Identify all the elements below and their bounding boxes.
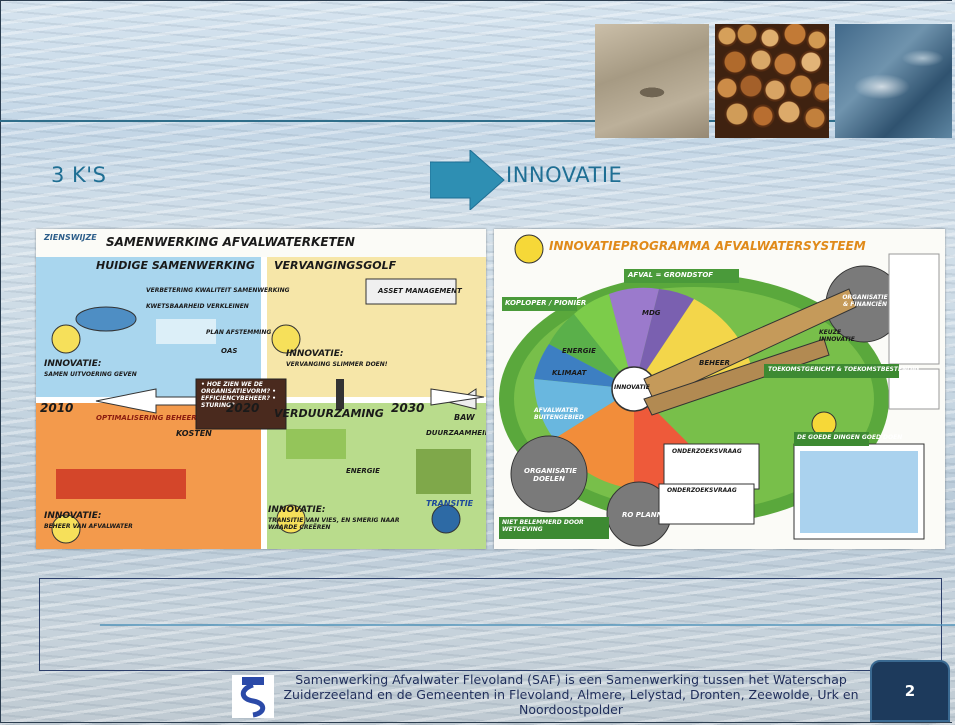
right-arrow-icon (430, 150, 505, 210)
klimaat-label: KLIMAAT (552, 369, 587, 377)
asset-management-label: ASSET MANAGEMENT (378, 287, 462, 295)
wood-texture-photo (595, 24, 709, 138)
innovatie-sub-4: TRANSITIE VAN VIES, EN SMERIG NAAR WAARD… (268, 517, 400, 531)
innovatie-label-3: INNOVATIE: (44, 511, 102, 521)
oas-label: OAS (221, 347, 238, 355)
transitie-label: TRANSITIE (426, 499, 474, 508)
samenwerking-infographic: SAMENWERKING AFVALWATERKETEN ZIENSWIJZE … (36, 229, 486, 549)
organisatie-doelen-label: ORGANISATIE DOELEN (524, 467, 577, 483)
innovatie-label-2: INNOVATIE: (286, 349, 344, 359)
innovatie-center-label: INNOVATIE (614, 384, 650, 391)
innovatie-sub-1: SAMEN UITVOERING GEVEN (44, 371, 137, 378)
plan-afstemming-label: PLAN AFSTEMMING (206, 329, 272, 336)
innovatie-label-1: INNOVATIE: (44, 359, 102, 369)
afval-grondstof-label: AFVAL = GRONDSTOF (628, 271, 714, 279)
water-wave-photo (835, 24, 952, 138)
right-panel-title: INNOVATIEPROGRAMMA AFVALWATERSYSTEEM (549, 239, 866, 253)
organisatie-questions: • HOE ZIEN WE DE ORGANISATIEVORM? • EFFI… (201, 381, 276, 409)
bottom-accent-line (100, 624, 955, 626)
beheer-label: BEHEER (699, 359, 730, 367)
toekomstgericht-label: TOEKOMSTGERICHT & TOEKOMSTBESTENDIG (768, 366, 920, 373)
koploper-label: KOPLOPER / PIONIER (505, 299, 587, 307)
onderzoeksvraag-label-1: ONDERZOEKSVRAAG (672, 448, 742, 455)
niet-belemmerd-label: NIET BELEMMERD DOOR WETGEVING (502, 519, 584, 533)
saf-logo (232, 675, 274, 718)
innovatie-sub-2: VERVANGING SLIMMER DOEN! (286, 361, 388, 368)
year-2020: 2020 (226, 401, 260, 415)
duurzaamheid-label: DUURZAAMHEID (426, 429, 486, 437)
stacked-logs-photo (715, 24, 829, 138)
verbetering-label: VERBETERING KWALITEIT SAMENWERKING (146, 287, 290, 294)
energie-label-right: ENERGIE (562, 347, 596, 355)
ro-plannen-label: RO PLANNEN (622, 511, 674, 519)
quadrant-vervangingsgolf: VERVANGINGSGOLF (274, 259, 397, 272)
quadrant-huidige-samenwerking: HUIDIGE SAMENWERKING (96, 259, 255, 272)
innovatie-sub-3: BEHEER VAN AFVALWATER (44, 523, 133, 530)
keuze-innovatie-label: KEUZE INNOVATIE (819, 329, 855, 343)
innovatie-label-4: INNOVATIE: (268, 505, 326, 515)
goede-dingen-label: DE GOEDE DINGEN GOED DOEN (797, 434, 903, 441)
infographic-background (36, 257, 486, 549)
quadrant-verduurzaming: VERDUURZAMING (274, 407, 384, 420)
optimalisering-label: OPTIMALISERING BEHEER (96, 414, 197, 422)
mdg-label: MDG (642, 309, 661, 317)
afvalwater-buitengebied-label: AFVALWATER BUITENGEBIED (534, 407, 584, 421)
footer-description: Samenwerking Afvalwater Flevoland (SAF) … (283, 672, 859, 717)
heading-innovatie: INNOVATIE (506, 163, 623, 187)
organisatie-financien-label: ORGANISATIE & FINANCIËN (842, 294, 888, 308)
page-number-badge: 2 (870, 660, 950, 722)
kosten-label: KOSTEN (176, 429, 212, 438)
energie-label-left: ENERGIE (346, 467, 380, 475)
kwetsbaarheid-label: KWETSBAARHEID VERKLEINEN (146, 303, 249, 310)
left-panel-title: SAMENWERKING AFVALWATERKETEN (106, 235, 355, 249)
ziensmijze-label: ZIENSWIJZE (44, 233, 97, 242)
heading-3ks: 3 K'S (51, 163, 107, 187)
innovatie-wheel-graphic (499, 234, 940, 547)
year-2030: 2030 (391, 401, 425, 415)
onderzoeksvraag-label-2: ONDERZOEKSVRAAG (667, 487, 737, 494)
innovatieprogramma-infographic: INNOVATIEPROGRAMMA AFVALWATERSYSTEEM AFV… (494, 229, 945, 549)
baw-label: BAW (454, 413, 475, 422)
header-rule (0, 120, 952, 122)
year-2010: 2010 (40, 401, 74, 415)
saf-logo-icon (240, 677, 266, 718)
